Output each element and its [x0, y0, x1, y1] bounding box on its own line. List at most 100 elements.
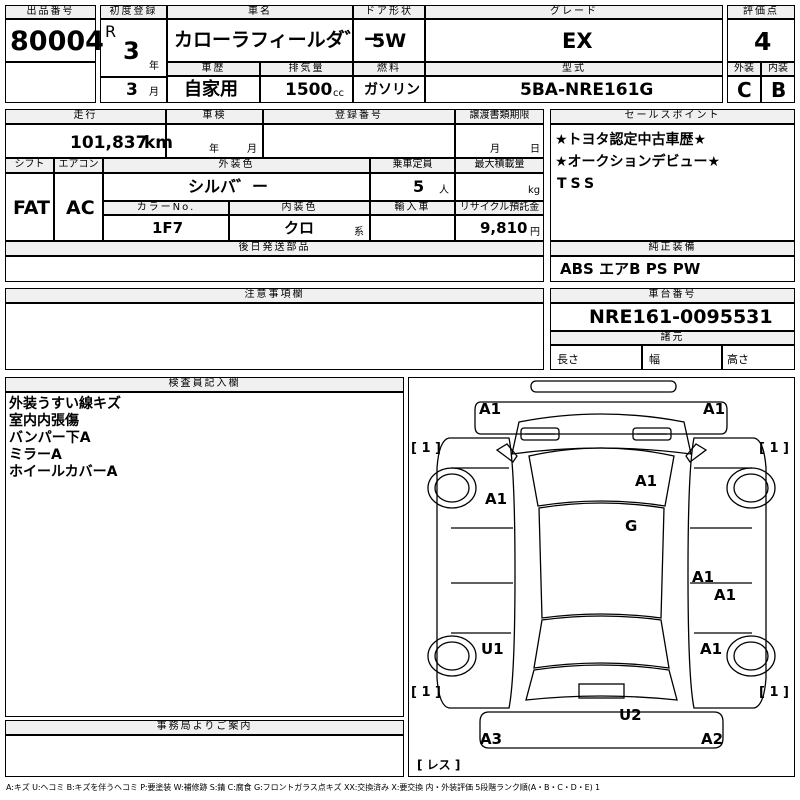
sales-points-label: セールスポイント	[550, 109, 795, 124]
sales-point-line: ★オークションデビュー★	[555, 154, 721, 170]
shift-label: シフト	[5, 158, 54, 173]
damage-mark: A1	[714, 586, 737, 604]
car-name: カローラフィールダ゛ー	[174, 29, 383, 51]
front-bumper-top	[530, 380, 677, 393]
damage-mark: A2	[701, 730, 724, 748]
recycle-fee-unit: 円	[530, 227, 540, 238]
interior-color-label: 内装色	[229, 201, 370, 215]
history-cell: 自家用	[167, 76, 260, 103]
inspector-note: ホイールカバーA	[9, 464, 118, 480]
score: 4	[754, 27, 772, 56]
mirror-left	[495, 443, 518, 463]
damage-mark: A1	[635, 472, 658, 490]
wheel-label: [ 1 ]	[759, 685, 789, 700]
wheel-front-right	[726, 467, 776, 509]
grade-label: グレード	[425, 5, 723, 19]
spec-width-cell: 幅	[642, 345, 722, 370]
first-registration-year: 3	[123, 37, 140, 65]
inspector-note: 外装うすい線キズ	[9, 396, 121, 412]
sales-point-line: ★トヨタ認定中古車歴★	[555, 132, 707, 148]
exterior-color-cell: シルバ゛ー	[103, 173, 370, 201]
first-registration-month-cell: 3 月	[100, 77, 167, 103]
inspector-notes-label: 検査員記入欄	[5, 377, 404, 392]
history-label: 車歴	[167, 62, 260, 76]
spec-height-cell: 高さ	[722, 345, 795, 370]
score-cell: 4	[727, 19, 795, 62]
era-letter: R	[105, 22, 117, 41]
rear-bumper	[479, 711, 724, 749]
transfer-deadline-label: 譲渡書類期限	[455, 109, 544, 124]
equipment-label: 純正装備	[550, 241, 795, 256]
front-bumper	[474, 401, 728, 435]
model-code-label: 型式	[425, 62, 723, 76]
score-label: 評価点	[727, 5, 795, 19]
aircon-cell: AC	[54, 173, 103, 241]
displacement: 1500	[285, 80, 333, 100]
damage-mark: G	[625, 517, 638, 535]
legend: A:キズ U:ヘコミ B:キズを伴うヘコミ P:要塗装 W:補修跡 S:錆 C:…	[6, 783, 601, 792]
trunk-outline	[525, 664, 678, 701]
interior-grade: B	[771, 78, 787, 102]
notes-cell	[5, 303, 544, 370]
color-number-label: カラーNo.	[103, 201, 229, 215]
capacity-label: 乗車定員	[370, 158, 455, 173]
recycle-fee-cell: 9,810 円	[455, 215, 544, 241]
exterior-color-label: 外装色	[103, 158, 370, 173]
interior-color: クロ	[284, 219, 315, 237]
shift: FAT	[13, 197, 50, 219]
inspector-notes-cell: 外装うすい線キズ 室内内張傷 バンパー下A ミラーA ホイールカバーA	[5, 392, 404, 717]
chassis-number-label: 車台番号	[550, 288, 795, 303]
interior-color-cell: クロ 系	[229, 215, 370, 241]
import-cell	[370, 215, 455, 241]
door-type-cell: 5W	[353, 19, 425, 62]
exterior-color: シルバ゛ー	[188, 177, 269, 196]
damage-mark: A3	[480, 730, 503, 748]
car-diagram	[427, 380, 776, 749]
windshield	[528, 447, 675, 507]
later-parts-cell	[5, 256, 544, 282]
damage-mark: A1	[485, 490, 508, 508]
headlight-left	[520, 427, 560, 441]
chassis-number: NRE161-0095531	[589, 306, 773, 328]
month-unit: 月	[149, 87, 159, 98]
lot-number: 80004	[10, 26, 104, 57]
first-registration-label: 初度登録	[100, 5, 167, 19]
capacity-cell: 5 人	[370, 173, 455, 201]
fuel-label: 燃料	[353, 62, 425, 76]
wheel-rear-left	[427, 635, 477, 677]
door-type-label: ドア形状	[353, 5, 425, 19]
max-load-label: 最大積載量	[455, 158, 544, 173]
recycle-fee-label: リサイクル預託金	[455, 201, 544, 215]
left-side-outline	[436, 437, 516, 709]
specs-label: 諸元	[550, 331, 795, 345]
spare-area	[578, 683, 625, 699]
transfer-deadline-cell: 月 日	[455, 124, 544, 158]
registration-number-label: 登録番号	[263, 109, 455, 124]
capacity: 5	[413, 177, 425, 196]
color-number-cell: 1F7	[103, 215, 229, 241]
inspector-note: バンパー下A	[9, 430, 91, 446]
car-name-cell: カローラフィールダ゛ー	[167, 19, 383, 62]
displacement-unit: cc	[333, 88, 344, 99]
lot-number-blank	[5, 62, 96, 103]
exterior-label: 外装	[727, 62, 761, 76]
equipment: ABS エアB PS PW	[560, 260, 701, 278]
model-code-cell: 5BA-NRE161G	[425, 76, 723, 103]
spec-length-label: 長さ	[557, 353, 579, 366]
rear-glass	[533, 615, 670, 669]
first-registration-month: 3	[126, 80, 138, 100]
displacement-label: 排気量	[260, 62, 353, 76]
mileage-unit: km	[144, 133, 174, 153]
inspection-month-unit: 月	[247, 144, 257, 155]
interior-cell: B	[761, 76, 795, 103]
car-name-label: 車名	[167, 5, 353, 19]
transfer-month-unit: 月	[490, 144, 500, 155]
fuel: ガソリン	[364, 82, 420, 98]
color-number: 1F7	[152, 219, 184, 237]
wheel-front-left	[427, 467, 477, 509]
aircon: AC	[66, 197, 95, 219]
chassis-number-cell: NRE161-0095531	[550, 303, 795, 331]
wheel-rear-right	[726, 635, 776, 677]
spec-height-label: 高さ	[727, 353, 749, 366]
